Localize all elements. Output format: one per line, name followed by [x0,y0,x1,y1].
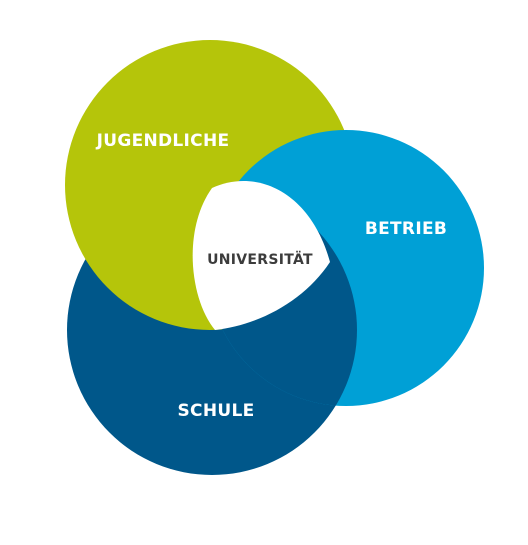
label-betrieb: BETRIEB [365,219,447,239]
label-jugendliche: JUGENDLICHE [96,131,230,151]
label-universitaet: UNIVERSITÄT [207,251,313,268]
label-schule: SCHULE [178,401,255,421]
center-region [192,180,330,330]
